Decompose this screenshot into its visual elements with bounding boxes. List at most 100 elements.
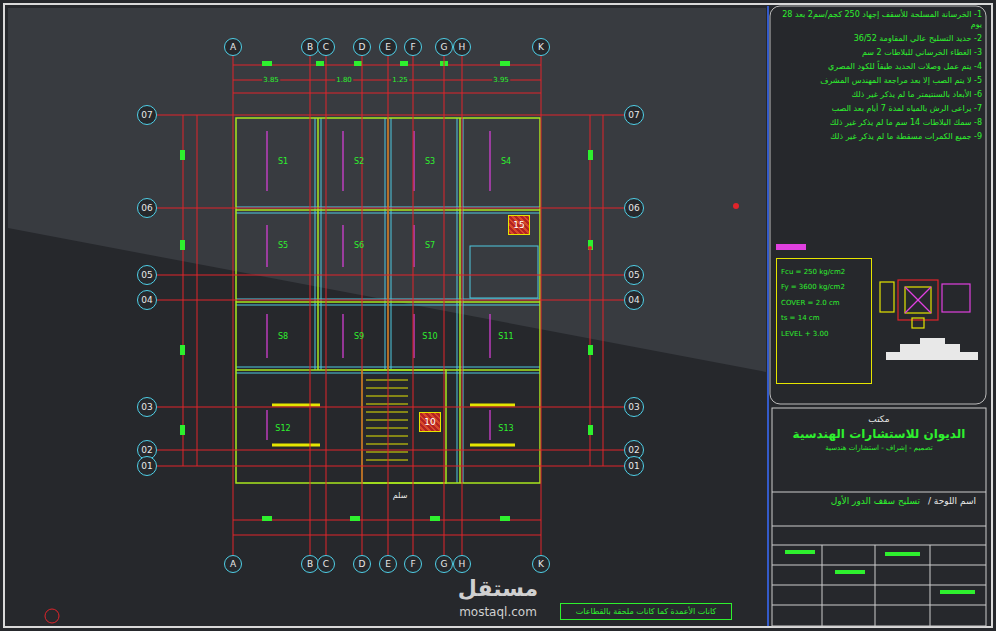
node-text: تسليح سقف الدور الأول — [831, 496, 920, 506]
grid-line — [413, 56, 414, 555]
title-block: مكتبالديوان للاستشارات الهندسيةتصميم - إ… — [772, 408, 986, 532]
grid-bubble: 04 — [624, 290, 644, 310]
slab-label: S10 — [422, 332, 437, 341]
grid-bubble: 05 — [624, 265, 644, 285]
room-label: سلم — [393, 491, 408, 500]
grid-label: A — [230, 42, 236, 52]
grid-label: 06 — [141, 203, 152, 213]
grid-bubble: 06 — [137, 198, 157, 218]
slab-mark: 10 — [419, 412, 441, 432]
grid-line — [388, 56, 389, 555]
grid-bubble: K — [532, 38, 550, 56]
grid-bubble: 07 — [137, 105, 157, 125]
node-text: 15 — [513, 220, 524, 230]
node-text: 7- يراعى الرش بالمياه لمدة 7 أيام بعد ال… — [778, 104, 982, 114]
watermark: mostaql.com — [459, 605, 537, 619]
grid-line — [233, 56, 234, 555]
node-text: COVER = 2.0 cm — [781, 296, 867, 311]
grid-label: G — [441, 559, 448, 569]
grid-label: 04 — [141, 295, 152, 305]
node-text: 6- الأبعاد بالسنتيمتر ما لم يذكر غير ذلك — [778, 90, 982, 100]
node-text: كانات الأعمدة كما كانات ملحقة بالقطاعات — [563, 607, 729, 616]
grid-line — [157, 275, 624, 276]
note-box: كانات الأعمدة كما كانات ملحقة بالقطاعات — [560, 603, 732, 620]
node-text: 9- جميع الكمرات مسقطة ما لم يذكر غير ذلك — [778, 132, 982, 142]
grid-label: C — [323, 559, 329, 569]
grid-label: A — [230, 559, 236, 569]
grid-line — [541, 56, 542, 555]
grid-bubble: 03 — [137, 397, 157, 417]
watermark: مستقل — [458, 576, 538, 601]
node-text: ts = 14 cm — [781, 311, 867, 326]
slab-label: S3 — [425, 157, 435, 166]
grid-bubble: H — [453, 38, 471, 56]
grid-label: K — [538, 42, 544, 52]
dimension-text: 3.95 — [492, 76, 510, 84]
grid-line — [310, 56, 311, 555]
sheet-name-cell: اسم اللوحة / تسليح سقف الدور الأول — [776, 496, 982, 506]
grid-bubble: E — [379, 555, 397, 573]
design-data-box: Fcu = 250 kg/cm2Fy = 3600 kg/cm2COVER = … — [776, 258, 872, 384]
grid-label: 02 — [628, 445, 639, 455]
grid-label: 07 — [628, 110, 639, 120]
grid-bubble: K — [532, 555, 550, 573]
node-text: اسم اللوحة / — [928, 496, 976, 506]
grid-bubble: 01 — [624, 456, 644, 476]
grid-bubble: A — [224, 555, 242, 573]
grid-label: 06 — [628, 203, 639, 213]
slab-label: S8 — [278, 332, 288, 341]
grid-line — [157, 208, 624, 209]
grid-line — [157, 300, 624, 301]
slab-label: S6 — [354, 241, 364, 250]
grid-bubble: D — [353, 555, 371, 573]
node-text: مكتب — [772, 414, 986, 424]
grid-label: H — [459, 42, 466, 52]
grid-label: D — [359, 42, 366, 52]
grid-bubble: C — [317, 555, 335, 573]
slab-label: S9 — [354, 332, 364, 341]
node-text: LEVEL + 3.00 — [781, 327, 867, 342]
grid-label: K — [538, 559, 544, 569]
grid-label: 03 — [141, 402, 152, 412]
node-text: 1- الخرسانة المسلحة للأسقف إجهاد 250 كجم… — [778, 10, 982, 30]
grid-label: E — [385, 42, 391, 52]
slab-label: S12 — [275, 424, 290, 433]
grid-bubble: F — [404, 38, 422, 56]
grid-bubble: 05 — [137, 265, 157, 285]
grid-label: 03 — [628, 402, 639, 412]
grid-line — [157, 466, 624, 467]
node-text: 3- الغطاء الخرساني للبلاطات 2 سم — [778, 48, 982, 58]
notes-panel: 1- الخرسانة المسلحة للأسقف إجهاد 250 كجم… — [778, 10, 982, 146]
grid-line — [157, 450, 624, 451]
grid-label: F — [410, 559, 415, 569]
grid-label: G — [441, 42, 448, 52]
grid-bubble: 06 — [624, 198, 644, 218]
slab-label: S7 — [425, 241, 435, 250]
grid-label: D — [359, 559, 366, 569]
grid-label: B — [307, 559, 313, 569]
grid-label: C — [323, 42, 329, 52]
grid-bubble: 07 — [624, 105, 644, 125]
grid-label: 01 — [628, 461, 639, 471]
grid-bubble: 01 — [137, 456, 157, 476]
slab-label: S2 — [354, 157, 364, 166]
grid-bubble: G — [435, 38, 453, 56]
dimension-text: 1.80 — [335, 76, 353, 84]
grid-label: B — [307, 42, 313, 52]
grid-bubble: F — [404, 555, 422, 573]
dimension-text: 1.25 — [391, 76, 409, 84]
slab-label: S13 — [498, 424, 513, 433]
node-text: تصميم - إشراف - استشارات هندسية — [772, 444, 986, 452]
grid-label: 05 — [141, 270, 152, 280]
grid-bubble: C — [317, 38, 335, 56]
grid-line — [362, 56, 363, 555]
grid-label: 04 — [628, 295, 639, 305]
grid-label: E — [385, 559, 391, 569]
slab-label: S5 — [278, 241, 288, 250]
slab-label: S11 — [498, 332, 513, 341]
grid-bubble: E — [379, 38, 397, 56]
node-text: 4- يتم عمل وصلات الحديد طبقاً للكود المص… — [778, 62, 982, 72]
node-text: 8- سمك البلاطات 14 سم ما لم يذكر غير ذلك — [778, 118, 982, 128]
grid-bubble: G — [435, 555, 453, 573]
